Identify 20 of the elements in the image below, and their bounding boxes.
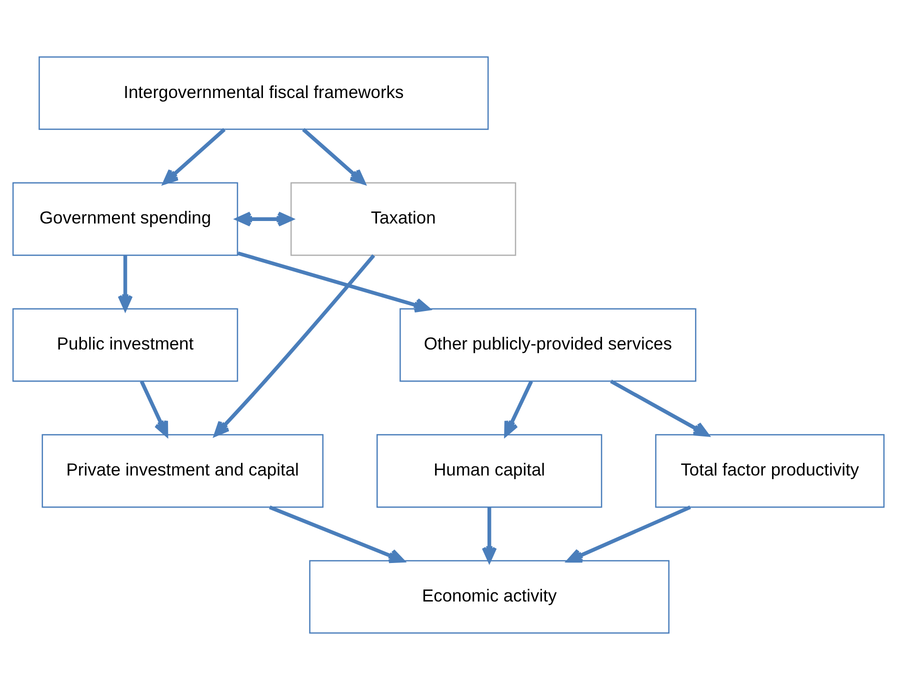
arrow (162, 128, 226, 184)
node-box: Intergovernmental fiscal frameworks (38, 56, 489, 130)
arrow (566, 505, 691, 562)
arrow (504, 380, 533, 436)
arrow (140, 380, 168, 436)
node-box: Public investment (12, 308, 238, 382)
arrow (610, 379, 709, 436)
arrow (236, 211, 293, 226)
node-box: Taxation (290, 182, 516, 256)
node-box: Human capital (376, 434, 602, 508)
node-box: Government spending (12, 182, 238, 256)
node-box: Other publicly-provided services (400, 308, 696, 382)
node-box: Economic activity (309, 560, 670, 634)
arrow (302, 128, 366, 184)
node-box: Total factor productivity (655, 434, 885, 508)
node-box: Private investment and capital (42, 434, 324, 508)
arrow (482, 506, 497, 562)
arrow (237, 250, 430, 312)
arrow (269, 504, 404, 563)
arrow (214, 254, 376, 436)
